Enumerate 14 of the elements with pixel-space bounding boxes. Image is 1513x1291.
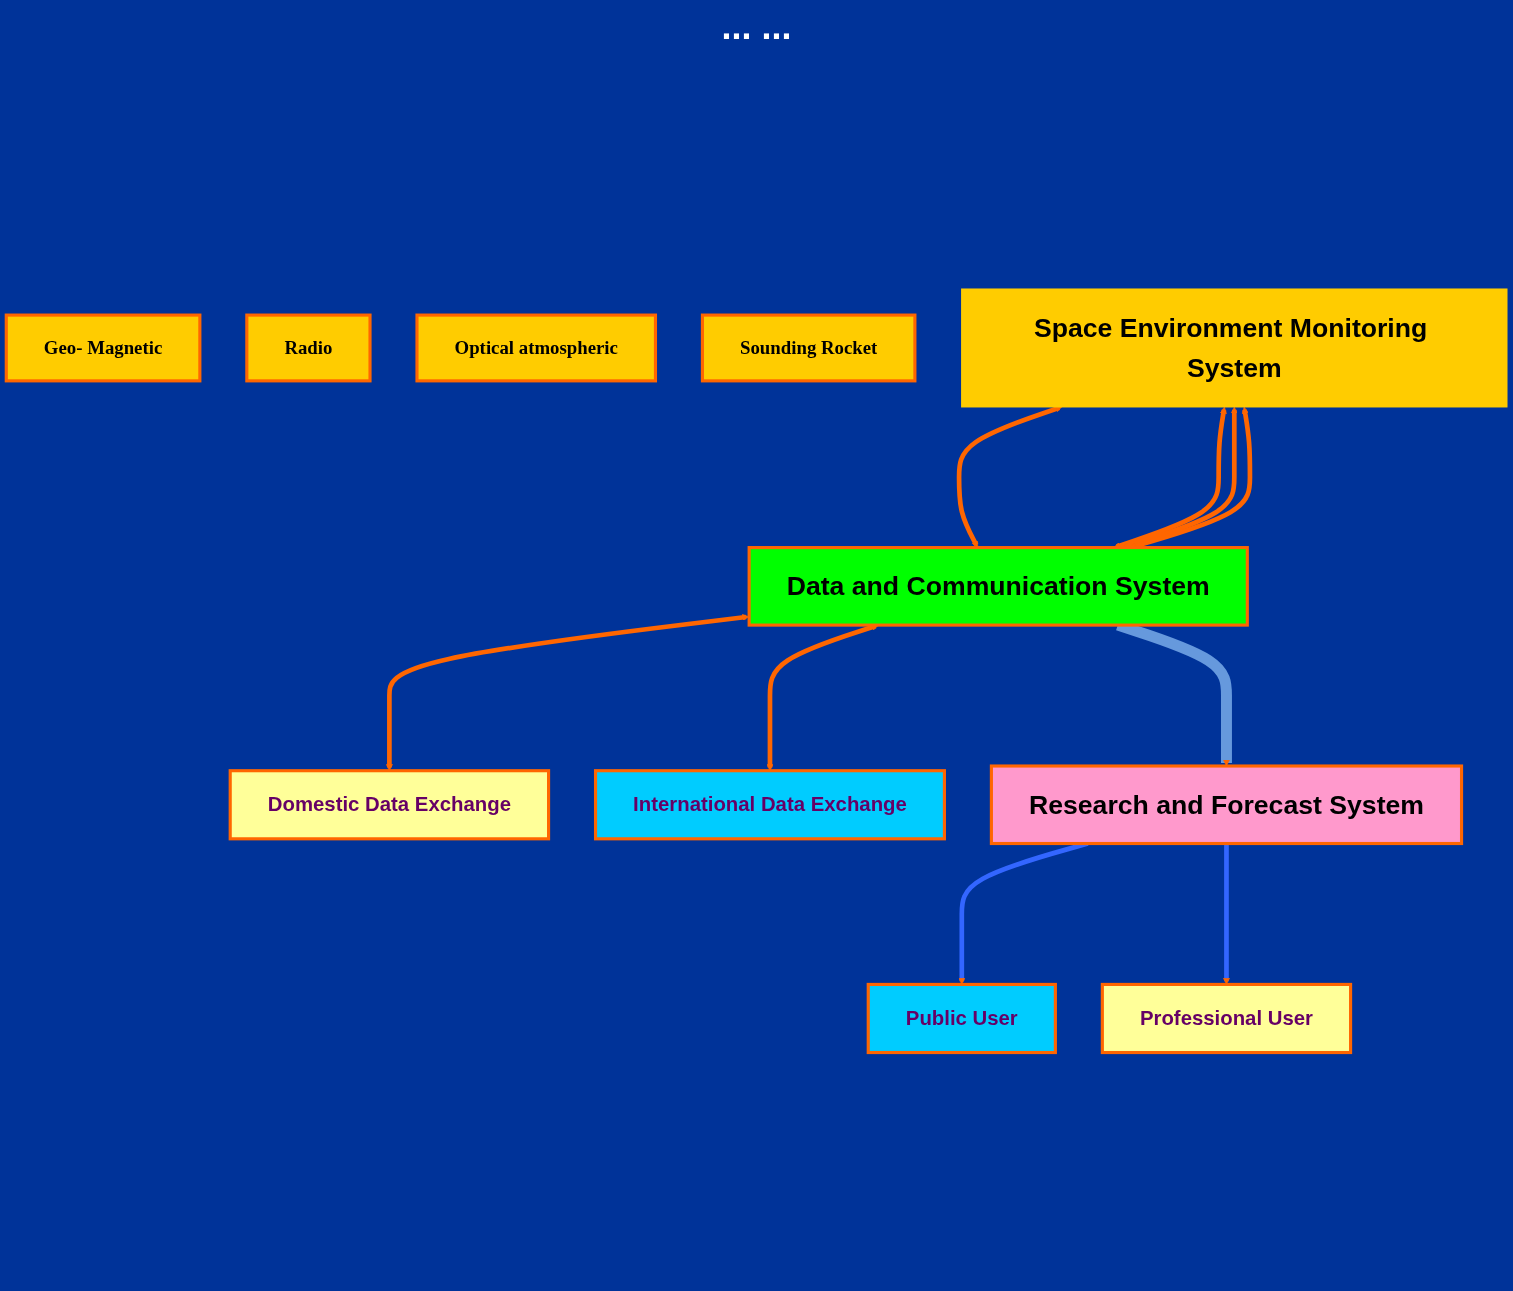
node-box: Geo- Magnetic <box>4 313 202 383</box>
node-box: International Data Exchange <box>593 769 946 841</box>
node-box: Radio <box>245 313 372 383</box>
arrow <box>1223 843 1230 985</box>
arrow <box>956 405 1063 548</box>
node-box: Optical atmospheric <box>415 313 658 383</box>
node-box: Research and Forecast System <box>989 764 1464 846</box>
node-box: Sounding Rocket <box>700 313 917 383</box>
node-box: Professional User <box>1100 982 1353 1055</box>
node-box: Public User <box>866 982 1057 1055</box>
node-box: Domestic Data Exchange <box>228 769 551 841</box>
node-box: Data and Communication System <box>747 546 1249 627</box>
ellipsis-note: ... ... <box>721 6 792 48</box>
node-box: Space Environment Monitoring System <box>961 288 1508 408</box>
